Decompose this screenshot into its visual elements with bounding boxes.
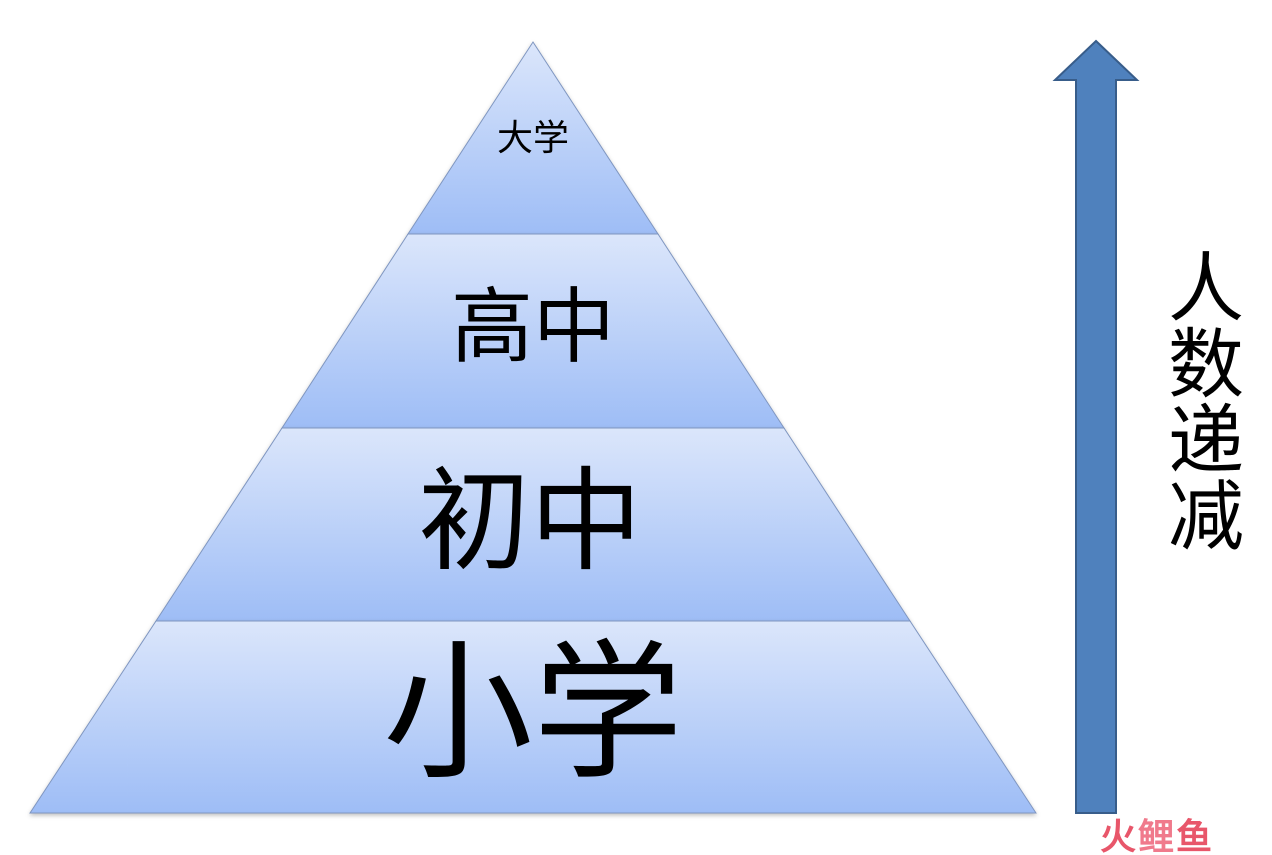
tier-label-primary-school: 小学: [383, 627, 683, 801]
watermark-char-2: 鲤: [1138, 817, 1177, 855]
tier-label-high-school: 高中: [451, 280, 615, 375]
watermark-char-1: 火: [1100, 817, 1139, 855]
tier-label-middle-school: 初中: [418, 457, 642, 587]
watermark-char-3: 鱼: [1176, 817, 1215, 855]
up-arrow-icon: [1052, 39, 1140, 814]
watermark-logo: 火鲤鱼: [1100, 808, 1214, 855]
tier-label-university: 大学: [497, 118, 569, 159]
arrow-label: 人数递减: [1155, 248, 1244, 552]
pyramid-tier-primary-school: [29, 620, 1037, 814]
